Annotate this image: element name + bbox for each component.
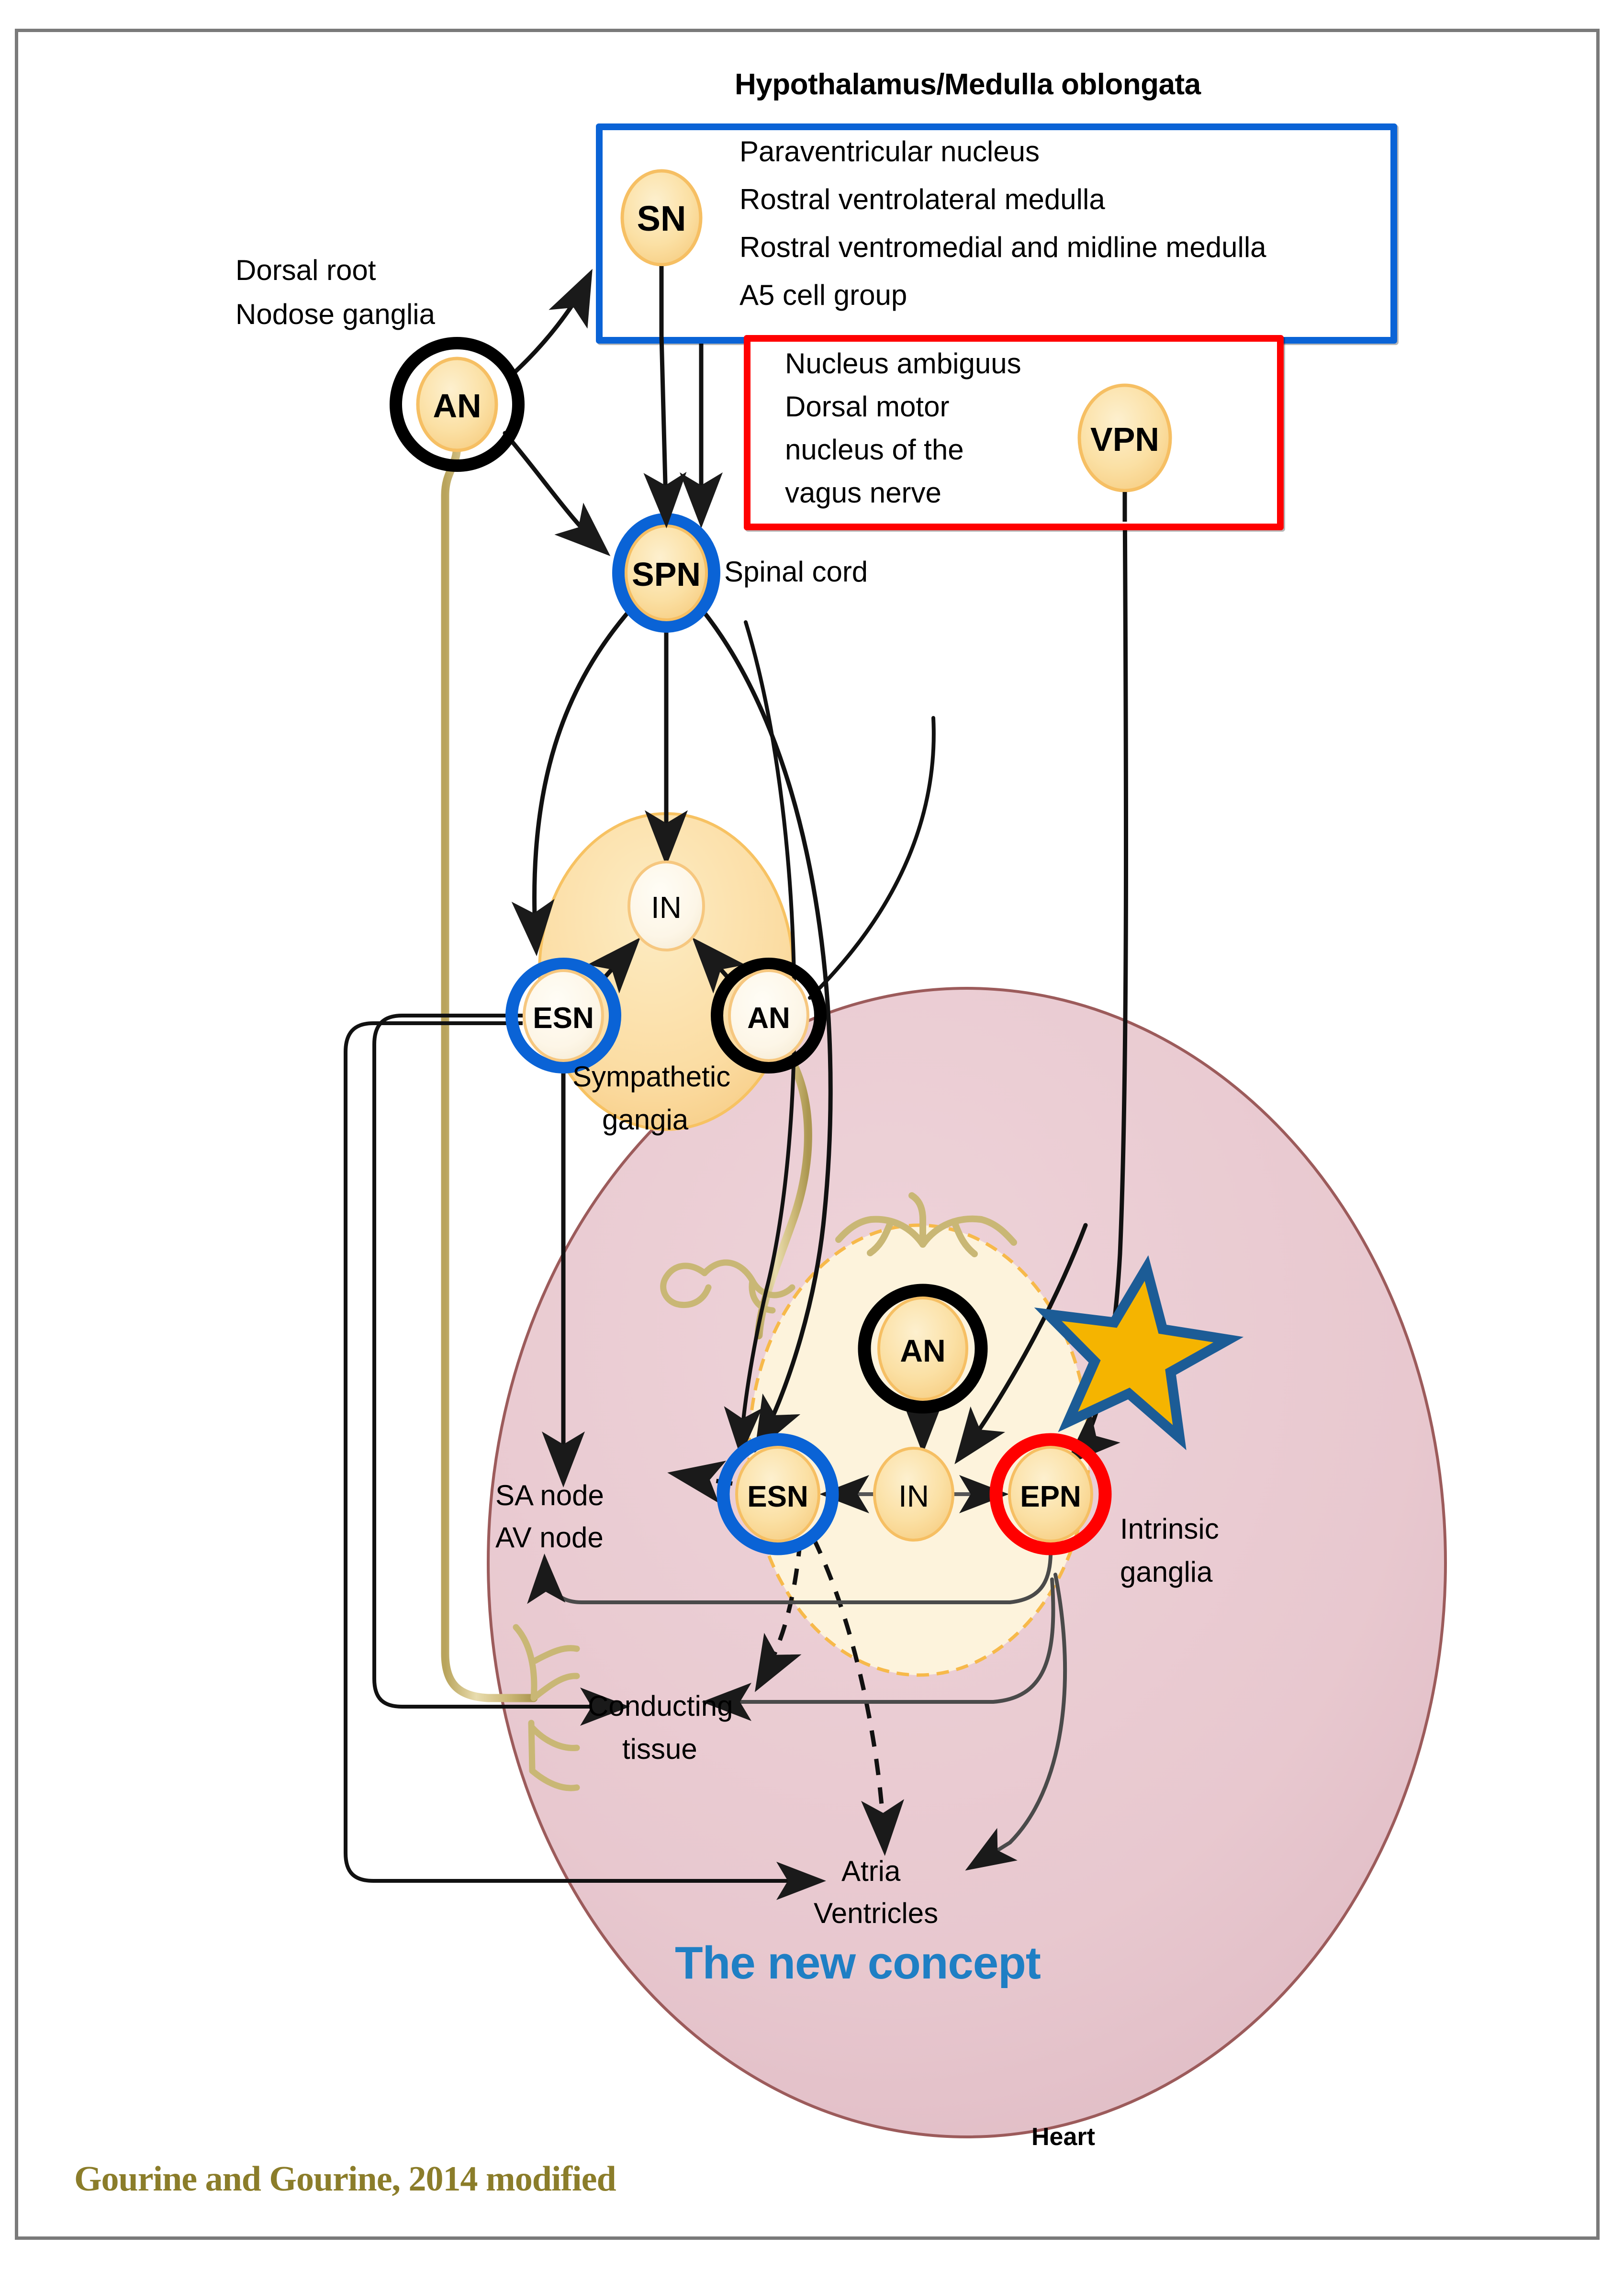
svg-text:ESN: ESN: [533, 1002, 594, 1035]
arrow-an-to-sn: [506, 268, 593, 380]
new-concept-caption: The new concept: [675, 1937, 1041, 1989]
red-box-line-2: Dorsal motor: [785, 391, 950, 423]
label-ventricles: Ventricles: [814, 1897, 939, 1929]
arrow-epn-to-sanode: [527, 1540, 1053, 1604]
svg-text:IN: IN: [651, 890, 682, 925]
arrow-an-to-spn: [503, 431, 611, 557]
label-sympathetic-ganglia-2: gangia: [602, 1104, 689, 1136]
page-title: Hypothalamus/Medulla oblongata: [735, 68, 1201, 101]
svg-text:EPN: EPN: [1020, 1480, 1081, 1513]
cardiac-nerve-squiggle: [660, 1259, 795, 1314]
citation-text: Gourine and Gourine, 2014 modified: [74, 2159, 616, 2199]
red-box-line-4: vagus nerve: [785, 477, 941, 509]
arrow-spn-to-esn: [511, 604, 635, 956]
label-sympathetic-ganglia-1: Sympathetic: [572, 1061, 731, 1093]
label-atria: Atria: [841, 1855, 901, 1887]
node-in-sympathetic[interactable]: IN: [627, 861, 705, 951]
svg-text:AN: AN: [747, 1002, 790, 1035]
node-esn-sympathetic[interactable]: ESN: [505, 958, 621, 1073]
brainstem-parasympathetic-box: [744, 335, 1284, 530]
node-sn-overlay[interactable]: SN: [620, 169, 703, 267]
svg-text:SN: SN: [637, 199, 686, 238]
label-nodose-ganglia: Nodose ganglia: [235, 298, 435, 330]
blue-box-line-4: A5 cell group: [739, 279, 907, 311]
node-spn-spinal-cord[interactable]: SPN: [612, 513, 720, 633]
red-box-line-1: Nucleus ambiguus: [785, 347, 1021, 380]
node-an-dorsal-root[interactable]: AN: [390, 337, 525, 472]
cardiac-nerve-branches-top: [835, 1192, 1017, 1257]
heart-label: Heart: [1031, 2123, 1095, 2151]
blue-box-line-1: Paraventricular nucleus: [739, 135, 1040, 168]
label-conducting-tissue-2: tissue: [622, 1733, 697, 1765]
node-vpn-overlay[interactable]: VPN: [1077, 383, 1172, 492]
rail-to-atria: [344, 1021, 826, 1900]
arrow-epn-to-atria: [965, 1573, 1067, 1871]
node-in-intrinsic[interactable]: IN: [873, 1447, 954, 1542]
node-epn-intrinsic[interactable]: EPN: [989, 1433, 1112, 1555]
svg-text:IN: IN: [898, 1479, 929, 1513]
label-intrinsic-ganglia-2: ganglia: [1120, 1556, 1213, 1588]
cardiac-nerve-branches-left: [513, 1624, 580, 1791]
label-sa-node: SA node: [495, 1479, 604, 1511]
svg-text:AN: AN: [433, 387, 481, 425]
blue-box-line-3: Rostral ventromedial and midline medulla: [739, 231, 1266, 263]
target-arrows: [527, 1540, 1067, 1871]
label-conducting-tissue-1: Conducting: [588, 1690, 733, 1722]
blue-box-line-2: Rostral ventrolateral medulla: [739, 183, 1105, 215]
node-an-sympathetic[interactable]: AN: [711, 958, 827, 1073]
node-an-intrinsic[interactable]: AN: [858, 1284, 988, 1414]
arrow-long-left-to-esn-intrinsic: [724, 620, 796, 1457]
label-av-node: AV node: [495, 1521, 604, 1554]
dashed-esn-to-atria: [811, 1538, 904, 1856]
rail-to-conducting: [372, 1014, 630, 1726]
arrow-vagal-to-in-intrinsic: [954, 1223, 1088, 1464]
label-intrinsic-ganglia-1: Intrinsic: [1120, 1513, 1219, 1545]
svg-text:AN: AN: [900, 1333, 945, 1368]
arrow-epn-to-conducting: [702, 1577, 1055, 1721]
svg-text:VPN: VPN: [1090, 421, 1159, 458]
star-icon: [1034, 1255, 1244, 1451]
svg-text:SPN: SPN: [632, 556, 701, 593]
arrow-ansymp-to-inintrinsic: [808, 716, 936, 1000]
node-esn-intrinsic[interactable]: ESN: [717, 1433, 839, 1555]
svg-text:ESN: ESN: [747, 1480, 808, 1513]
afferent-feedback-rails: [344, 1014, 826, 1900]
label-spinal-cord: Spinal cord: [724, 556, 868, 588]
label-dorsal-root: Dorsal root: [235, 254, 376, 286]
red-box-line-3: nucleus of the: [785, 434, 964, 466]
